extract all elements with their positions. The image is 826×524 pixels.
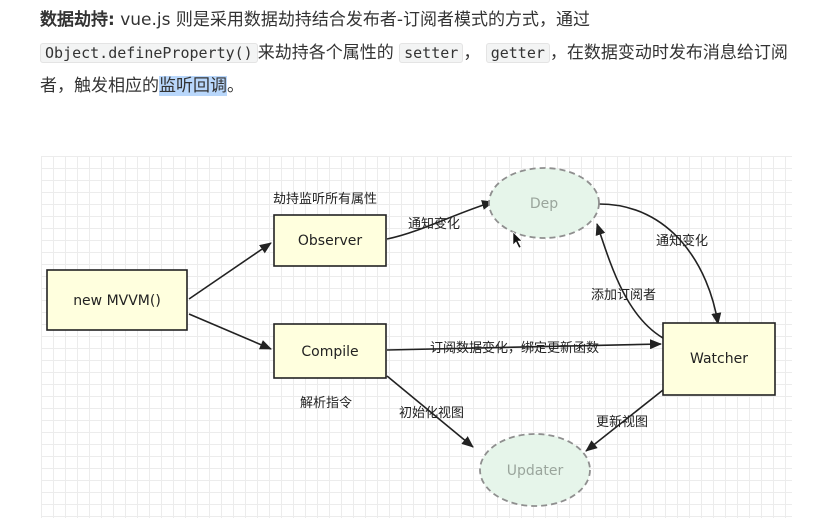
code-getter: getter	[485, 43, 550, 63]
text-3: ，	[463, 43, 481, 63]
code-setter: setter	[399, 43, 464, 63]
label-observe-all: 劫持监听所有属性	[273, 192, 377, 207]
mvvm-diagram: new MVVM() Observer Compile Watcher Dep …	[41, 156, 792, 518]
svg-text:Watcher: Watcher	[690, 351, 748, 367]
svg-text:Compile: Compile	[301, 344, 358, 360]
text-2: 来劫持各个属性的	[257, 43, 394, 63]
description-paragraph: 数据劫持: vue.js 则是采用数据劫持结合发布者-订阅者模式的方式，通过 O…	[40, 4, 800, 103]
svg-text:Observer: Observer	[298, 233, 362, 249]
node-dep: Dep	[488, 167, 600, 239]
label-notify-change-1: 通知变化	[408, 216, 460, 232]
svg-text:new MVVM(): new MVVM()	[73, 293, 161, 309]
arrow-compile-watcher	[386, 339, 662, 351]
node-compile: Compile	[273, 323, 387, 379]
bold-term: 数据劫持:	[40, 10, 115, 30]
highlighted-text[interactable]: 监听回调	[159, 76, 227, 96]
label-init-view: 初始化视图	[399, 406, 464, 421]
svg-text:Dep: Dep	[530, 196, 558, 212]
node-watcher: Watcher	[662, 322, 776, 396]
arrow-watcher-updater	[585, 389, 664, 452]
node-mvvm: new MVVM()	[46, 269, 188, 331]
code-define-property: Object.defineProperty()	[40, 43, 258, 63]
text-4: ，在数据变动时发布消息给订阅者，触发相应的	[40, 43, 788, 96]
node-observer: Observer	[273, 214, 387, 267]
arrow-mvvm-observer	[188, 242, 272, 300]
text-1: vue.js 则是采用数据劫持结合发布者-订阅者模式的方式，通过	[114, 10, 591, 30]
svg-text:Updater: Updater	[507, 463, 564, 479]
node-updater: Updater	[479, 433, 591, 507]
label-update-view: 更新视图	[596, 414, 648, 430]
label-parse-directives: 解析指令	[300, 396, 352, 411]
arrow-dep-watcher	[598, 203, 722, 325]
arrow-compile-updater	[386, 375, 474, 448]
arrow-watcher-dep	[595, 223, 664, 339]
mouse-cursor-icon	[512, 231, 523, 249]
arrow-mvvm-compile	[188, 313, 272, 350]
label-subscribe-bind: 订阅数据变化，绑定更新函数	[430, 340, 599, 356]
label-add-subscriber: 添加订阅者	[591, 288, 656, 303]
arrow-observer-dep	[386, 200, 494, 240]
label-notify-change-2: 通知变化	[656, 233, 708, 249]
text-5: 。	[227, 76, 244, 96]
diagram-canvas: new MVVM() Observer Compile Watcher Dep …	[46, 167, 776, 507]
